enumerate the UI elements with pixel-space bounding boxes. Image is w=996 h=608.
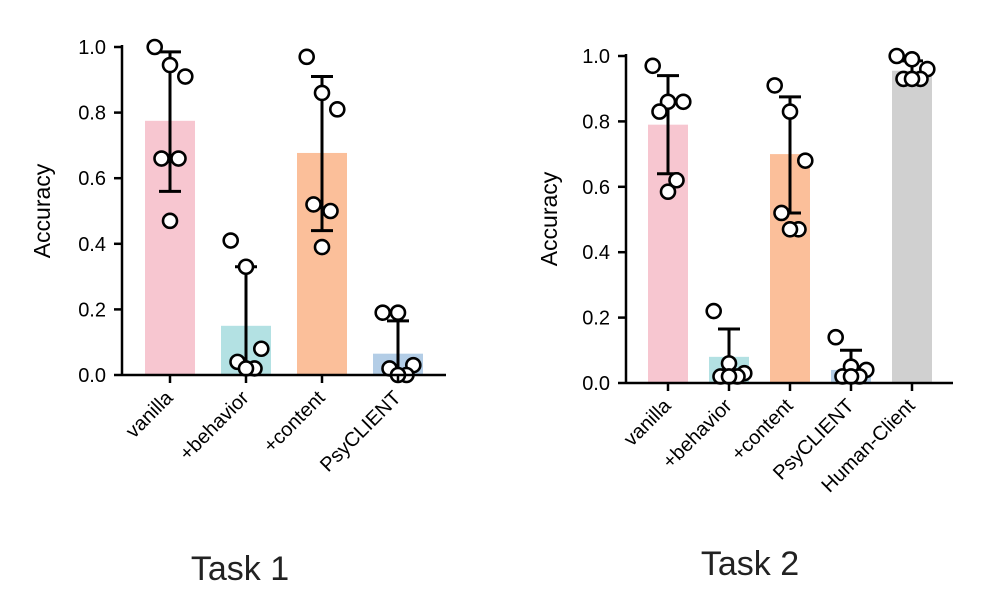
data-point — [674, 93, 692, 111]
y-tick-label: 0.0 — [78, 365, 106, 387]
task-1-panel: 0.0 0.2 0.4 0.6 0.8 1.0 vanilla+behavior+conte… — [29, 37, 446, 588]
x-tick-label: +behavior — [175, 387, 253, 465]
data-point — [298, 48, 316, 66]
data-point — [237, 360, 255, 377]
data-point — [720, 368, 738, 385]
data-point — [252, 340, 270, 358]
data-point — [668, 171, 685, 189]
data-point — [827, 328, 845, 346]
data-point — [781, 103, 799, 120]
panel-title: Task 2 — [701, 545, 799, 583]
bar-human-client — [892, 70, 932, 383]
data-point — [389, 304, 407, 321]
data-point — [313, 238, 331, 256]
y-tick-label: 0.6 — [582, 177, 610, 199]
data-point — [903, 70, 921, 88]
panel-title: Task 1 — [191, 550, 289, 588]
data-point — [328, 101, 346, 118]
data-point — [888, 47, 906, 65]
data-point — [313, 84, 331, 102]
data-point — [796, 152, 814, 169]
data-point — [161, 56, 179, 74]
y-axis-label: Accuracy — [536, 171, 562, 266]
y-tick-label: 0.0 — [582, 373, 610, 395]
data-point — [177, 68, 194, 85]
x-tick-label: vanilla — [620, 394, 676, 450]
data-point — [322, 202, 339, 220]
y-axis-label: Accuracy — [29, 163, 55, 258]
data-point — [781, 221, 799, 238]
x-tick-label: vanilla — [122, 386, 178, 442]
x-tick-label: PsyCLIENT — [316, 387, 405, 476]
data-point — [222, 232, 239, 249]
data-point — [766, 77, 784, 94]
data-point — [305, 196, 322, 213]
data-point — [153, 150, 170, 167]
data-point — [161, 212, 179, 230]
data-point — [644, 57, 662, 75]
data-point — [374, 304, 392, 321]
x-tick-label: +content — [259, 387, 330, 458]
data-point — [903, 50, 921, 68]
y-tick-label: 1.0 — [582, 46, 610, 68]
y-tick-label: 1.0 — [78, 37, 106, 59]
data-point — [170, 150, 187, 167]
data-point — [773, 204, 790, 222]
data-point — [705, 302, 723, 320]
y-tick-label: 0.8 — [582, 111, 610, 133]
y-tick-label: 0.2 — [78, 299, 106, 321]
data-point — [651, 103, 668, 120]
error-bar — [311, 75, 333, 233]
y-tick-label: 0.8 — [78, 103, 106, 125]
y-tick-label: 0.6 — [78, 168, 106, 190]
data-point — [842, 368, 860, 385]
task-2-panel: 0.00.20.40.60.81.0vanilla+behavior+conte… — [536, 46, 953, 583]
data-point — [237, 258, 255, 276]
y-tick-label: 0.4 — [78, 234, 106, 256]
y-tick-label: 0.4 — [582, 242, 610, 264]
error-bar — [159, 50, 181, 193]
data-point — [146, 38, 163, 56]
data-point — [659, 183, 677, 201]
y-tick-label: 0.2 — [582, 308, 610, 330]
